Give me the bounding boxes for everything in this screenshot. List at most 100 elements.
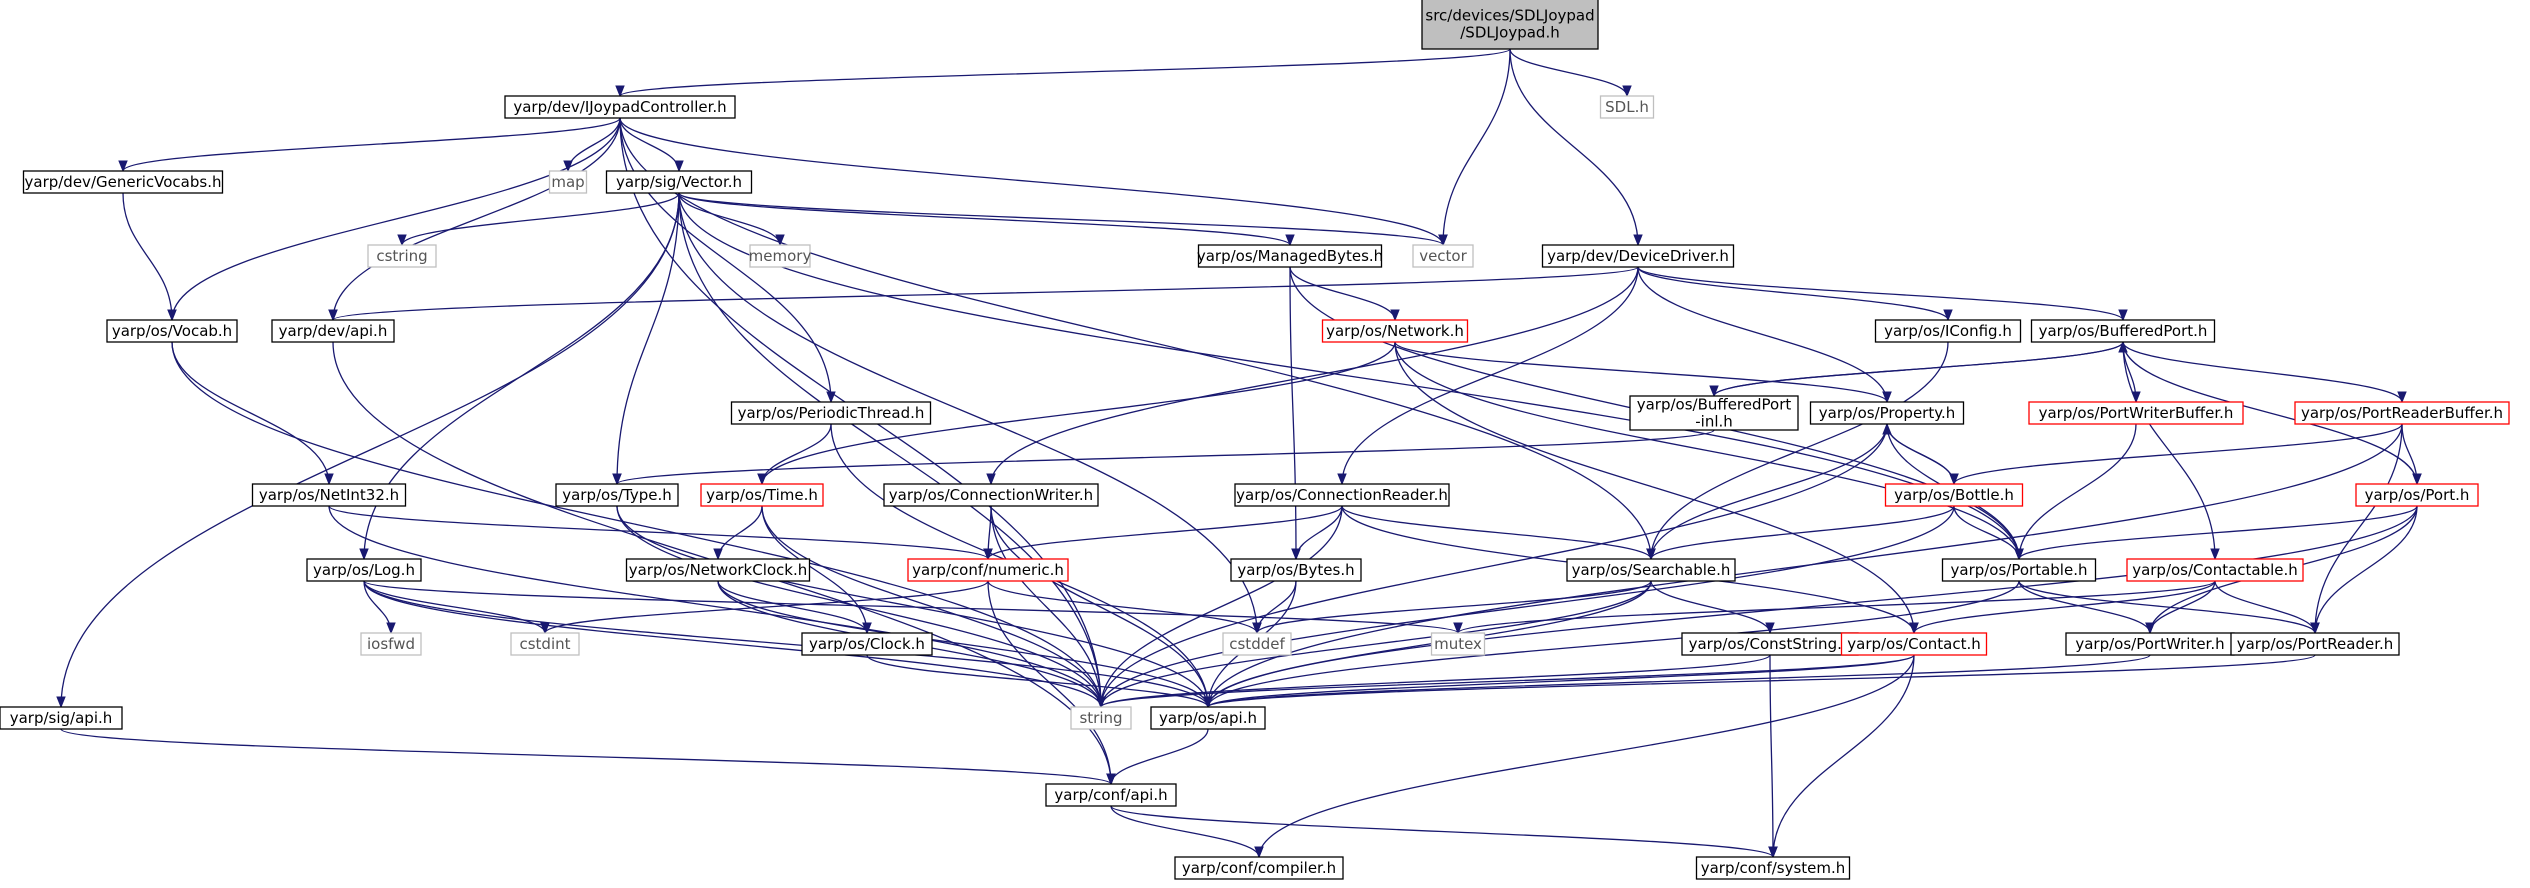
node-portable-box (1941, 558, 2097, 582)
node-conststring[interactable]: yarp/os/ConstString.h (1681, 632, 1859, 656)
edge-devdriver-to-property (1637, 266, 1888, 403)
node-compiler[interactable]: yarp/conf/compiler.h (1174, 856, 1344, 880)
node-string-label: string (1079, 709, 1122, 727)
node-string: string (1070, 706, 1132, 730)
node-mutex: mutex (1430, 632, 1486, 656)
edge-log-to-cstdint (363, 580, 546, 634)
edge-root-to-vector (1442, 48, 1511, 246)
node-devapi[interactable]: yarp/dev/api.h (271, 319, 395, 343)
node-contact-box (1840, 632, 1988, 656)
node-genvocabs[interactable]: yarp/dev/GenericVocabs.h (22, 170, 224, 194)
node-netclock[interactable]: yarp/os/NetworkClock.h (625, 558, 811, 582)
edge-devdriver-to-connwriter (990, 266, 1639, 485)
node-bottle[interactable]: yarp/os/Bottle.h (1884, 483, 2024, 507)
edge-bottle-to-property (1886, 423, 1955, 485)
node-time[interactable]: yarp/os/Time.h (700, 483, 824, 507)
node-vocab[interactable]: yarp/os/Vocab.h (106, 319, 238, 343)
dependency-edges (56, 48, 2422, 859)
edge-time-to-string (761, 505, 1102, 708)
node-root[interactable]: src/devices/SDLJoypad/SDLJoypad.h (1421, 0, 1599, 50)
node-periodic-label: yarp/os/PeriodicThread.h (738, 404, 925, 422)
arrowhead-sigvector-to-sigapi (56, 696, 66, 709)
arrowhead-network-to-property (1882, 391, 1892, 404)
arrowhead-contact-to-string (1096, 696, 1106, 709)
arrowhead-confapi-to-compiler (1254, 846, 1264, 859)
node-genvocabs-label: yarp/dev/GenericVocabs.h (25, 173, 222, 191)
node-contactable[interactable]: yarp/os/Contactable.h (2126, 558, 2304, 582)
node-prbuffer-label: yarp/os/PortReaderBuffer.h (2301, 404, 2503, 422)
node-numeric-label: yarp/conf/numeric.h (912, 561, 1064, 579)
node-system-label: yarp/conf/system.h (1701, 859, 1846, 877)
node-connwriter[interactable]: yarp/os/ConnectionWriter.h (883, 483, 1099, 507)
node-iosfwd: iosfwd (360, 632, 422, 656)
node-genvocabs-box (22, 170, 224, 194)
node-confapi[interactable]: yarp/conf/api.h (1045, 783, 1177, 807)
node-devdriver-label: yarp/dev/DeviceDriver.h (1547, 247, 1729, 265)
node-netint[interactable]: yarp/os/NetInt32.h (251, 483, 407, 507)
edge-contact-to-string (1100, 654, 1915, 708)
edge-devdriver-to-iconfig (1637, 266, 1949, 321)
node-devdriver[interactable]: yarp/dev/DeviceDriver.h (1541, 244, 1735, 268)
edge-sigvector-to-vector (678, 192, 1444, 246)
node-buffport-box (2030, 319, 2216, 343)
node-contact[interactable]: yarp/os/Contact.h (1840, 632, 1988, 656)
edge-root-to-ijoy (619, 48, 1511, 97)
arrowhead-buffinl-to-type (612, 473, 622, 486)
edge-periodic-to-time (761, 423, 832, 485)
node-prbuffer[interactable]: yarp/os/PortReaderBuffer.h (2294, 401, 2510, 425)
edge-netclock-to-osapi (717, 580, 1209, 708)
edge-ijoy-to-vector (619, 117, 1444, 246)
node-vocab-label: yarp/os/Vocab.h (112, 322, 232, 340)
node-ijoy[interactable]: yarp/dev/IJoypadController.h (504, 95, 736, 119)
node-numeric[interactable]: yarp/conf/numeric.h (907, 558, 1069, 582)
node-property[interactable]: yarp/os/Property.h (1809, 401, 1965, 425)
node-time-box (700, 483, 824, 507)
edge-vocab-to-netint (171, 341, 330, 485)
node-devdriver-box (1541, 244, 1735, 268)
node-sigapi[interactable]: yarp/sig/api.h (0, 706, 123, 730)
node-port-label: yarp/os/Port.h (2365, 486, 2470, 504)
node-osapi[interactable]: yarp/os/api.h (1150, 706, 1266, 730)
edge-network-to-time (761, 341, 1396, 485)
arrowhead-bottle-to-searchable (1646, 548, 1656, 561)
node-type[interactable]: yarp/os/Type.h (555, 483, 679, 507)
node-vocab-box (106, 319, 238, 343)
node-port[interactable]: yarp/os/Port.h (2355, 483, 2479, 507)
node-iconfig[interactable]: yarp/os/IConfig.h (1874, 319, 2022, 343)
edge-bottle-to-string (1100, 505, 1955, 708)
node-network[interactable]: yarp/os/Network.h (1321, 319, 1469, 343)
node-clock[interactable]: yarp/os/Clock.h (801, 632, 933, 656)
node-devapi-label: yarp/dev/api.h (279, 322, 388, 340)
node-type-box (555, 483, 679, 507)
arrowhead-searchable-to-conststring (1765, 622, 1775, 635)
edge-sigvector-to-string (678, 192, 1102, 708)
node-log[interactable]: yarp/os/Log.h (306, 558, 422, 582)
node-portwriter[interactable]: yarp/os/PortWriter.h (2065, 632, 2235, 656)
node-system[interactable]: yarp/conf/system.h (1695, 856, 1851, 880)
node-bytes[interactable]: yarp/os/Bytes.h (1230, 558, 1362, 582)
node-iconfig-box (1874, 319, 2022, 343)
node-sigvector[interactable]: yarp/sig/Vector.h (605, 170, 753, 194)
node-netclock-label: yarp/os/NetworkClock.h (629, 561, 808, 579)
node-managed[interactable]: yarp/os/ManagedBytes.h (1197, 244, 1383, 268)
arrowhead-devdriver-to-buffport (2118, 309, 2128, 322)
node-portreader[interactable]: yarp/os/PortReader.h (2230, 632, 2400, 656)
node-pwbuffer[interactable]: yarp/os/PortWriterBuffer.h (2028, 401, 2244, 425)
node-periodic[interactable]: yarp/os/PeriodicThread.h (730, 401, 932, 425)
node-numeric-box (907, 558, 1069, 582)
node-buffinl[interactable]: yarp/os/BufferedPort-inl.h (1629, 395, 1799, 431)
edge-sigvector-to-type (616, 192, 680, 485)
arrowhead-port-to-portable (2014, 548, 2024, 561)
node-string-box (1070, 706, 1132, 730)
node-connreader[interactable]: yarp/os/ConnectionReader.h (1234, 483, 1450, 507)
edge-ijoy-to-searchable (619, 117, 1652, 560)
arrowhead-prbuffer-to-port (2412, 473, 2422, 486)
node-portable[interactable]: yarp/os/Portable.h (1941, 558, 2097, 582)
node-searchable[interactable]: yarp/os/Searchable.h (1566, 558, 1736, 582)
edge-log-to-string (363, 580, 1102, 708)
node-sdl: SDL.h (1599, 95, 1655, 119)
node-buffport[interactable]: yarp/os/BufferedPort.h (2030, 319, 2216, 343)
node-netint-box (251, 483, 407, 507)
node-ijoy-label: yarp/dev/IJoypadController.h (513, 98, 726, 116)
